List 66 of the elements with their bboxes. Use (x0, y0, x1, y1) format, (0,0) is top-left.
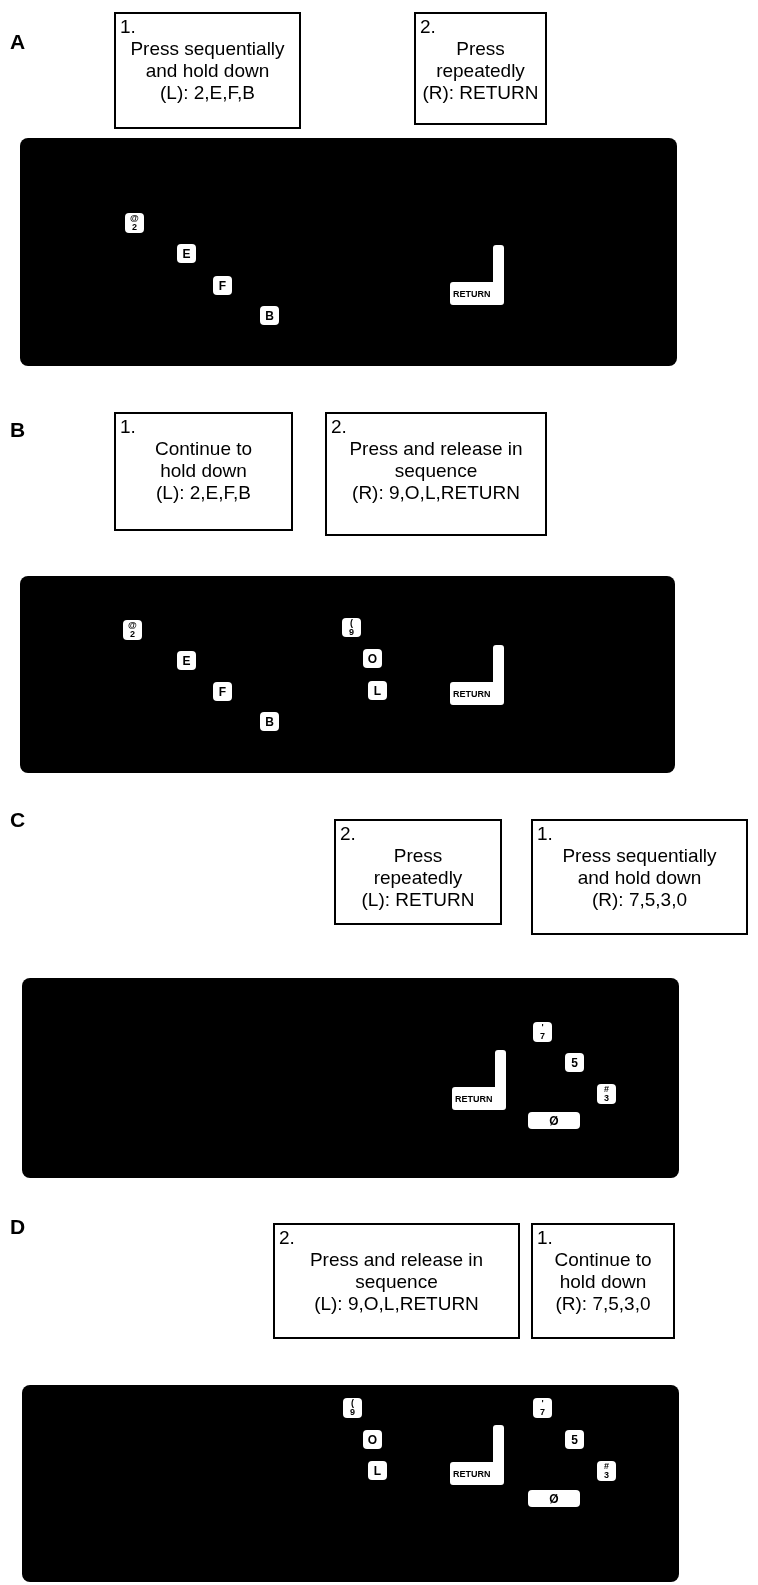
step-number: 1. (537, 823, 554, 845)
step-number: 2. (331, 416, 348, 438)
key: O (363, 649, 382, 668)
key: L (368, 681, 387, 700)
key: F (213, 682, 232, 701)
key-list: (L): RETURN (340, 889, 496, 911)
key-list: (L): 9,O,L,RETURN (279, 1293, 514, 1315)
return-key: RETURN (450, 645, 504, 705)
key: Ø (528, 1490, 580, 1507)
instruction-text: Continue to hold down (553, 1249, 653, 1293)
return-key: RETURN (452, 1050, 506, 1110)
return-key: RETURN (450, 245, 504, 305)
key: ( 9 (343, 1398, 362, 1418)
key: B (260, 712, 279, 731)
keyboard-panel (22, 978, 679, 1178)
key: B (260, 306, 279, 325)
key-list: (R): 9,O,L,RETURN (331, 482, 541, 504)
step-number: 1. (120, 416, 137, 438)
key-list: (R): RETURN (420, 82, 541, 104)
panel-letter: B (10, 418, 26, 442)
key: L (368, 1461, 387, 1480)
step-number: 2. (279, 1227, 296, 1249)
instruction-text: Press sequentially and hold down (561, 845, 718, 889)
key: O (363, 1430, 382, 1449)
keyboard-panel (20, 138, 677, 366)
panel-letter: A (10, 30, 26, 54)
key: E (177, 651, 196, 670)
keyboard-panel (20, 576, 675, 773)
instruction-box (114, 12, 301, 129)
key: ( 9 (342, 618, 361, 637)
key: F (213, 276, 232, 295)
instruction-box (414, 12, 547, 125)
instruction-box (531, 1223, 675, 1339)
key-list: (L): 2,E,F,B (120, 82, 295, 104)
instruction-text: Continue to hold down (153, 438, 254, 482)
instruction-box (334, 819, 502, 925)
instruction-text: Press sequentially and hold down (129, 38, 286, 82)
key: E (177, 244, 196, 263)
instruction-text: Press repeatedly (372, 845, 464, 889)
key: ' 7 (533, 1398, 552, 1418)
keyboard-panel (22, 1385, 679, 1582)
key-list: (R): 7,5,3,0 (537, 1293, 669, 1315)
panel-letter: D (10, 1215, 26, 1239)
step-number: 2. (340, 823, 357, 845)
key: 5 (565, 1430, 584, 1449)
instruction-text: Press and release in sequence (308, 1249, 485, 1293)
key: # 3 (597, 1461, 616, 1481)
instruction-text: Press and release in sequence (348, 438, 524, 482)
key-list: (R): 7,5,3,0 (537, 889, 742, 911)
key: @ 2 (125, 213, 144, 233)
key: @ 2 (123, 620, 142, 640)
instruction-box (273, 1223, 520, 1339)
step-number: 1. (537, 1227, 554, 1249)
return-key: RETURN (450, 1425, 504, 1485)
step-number: 2. (420, 16, 437, 38)
panel-letter: C (10, 808, 26, 832)
instruction-box (325, 412, 547, 536)
instruction-text: Press repeatedly (435, 38, 526, 82)
key-list: (L): 2,E,F,B (120, 482, 287, 504)
step-number: 1. (120, 16, 137, 38)
key: ' 7 (533, 1022, 552, 1042)
key: # 3 (597, 1084, 616, 1104)
instruction-box (531, 819, 748, 935)
key: 5 (565, 1053, 584, 1072)
instruction-box (114, 412, 293, 531)
key: Ø (528, 1112, 580, 1129)
